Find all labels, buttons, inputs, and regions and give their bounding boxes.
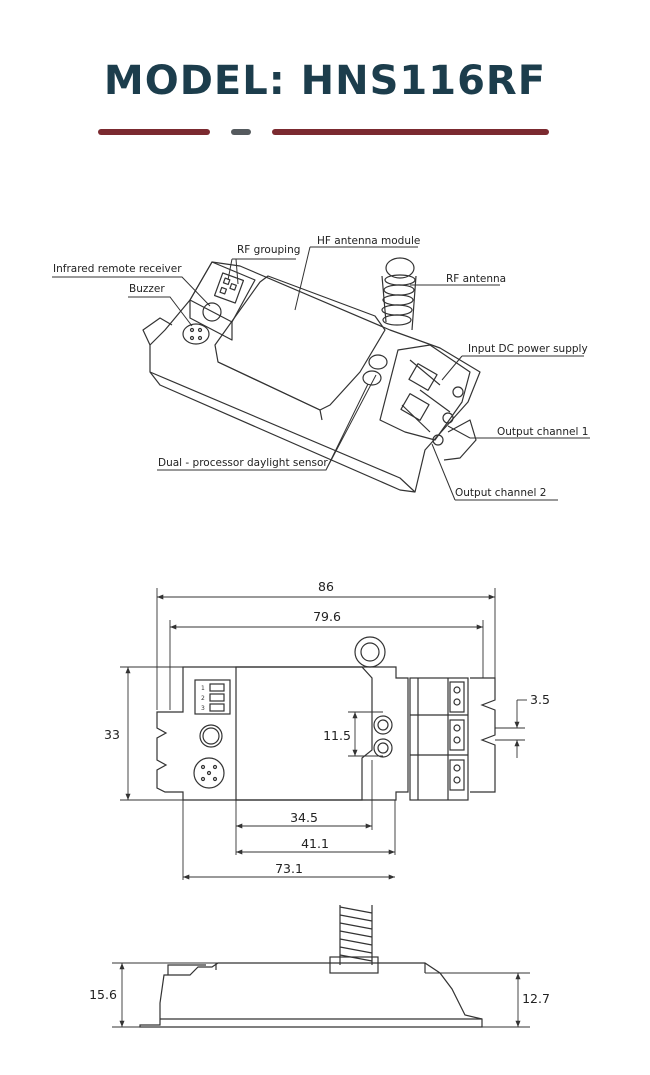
cover-outline bbox=[235, 666, 373, 801]
antenna-ring-top bbox=[354, 636, 386, 668]
left-block bbox=[189, 261, 256, 323]
side-view-drawing: 15.6 12.7 bbox=[89, 905, 550, 1028]
dim-41-1: 41.1 bbox=[301, 836, 329, 851]
left-mount-tab bbox=[142, 317, 173, 346]
daylight-sensor-lens-1 bbox=[368, 354, 388, 370]
label-buzzer: Buzzer bbox=[129, 283, 165, 295]
isometric-diagram: RF grouping HF antenna module Infrared r… bbox=[52, 235, 590, 501]
title-underline-left bbox=[98, 129, 210, 135]
daylight-sensor-lens-2 bbox=[362, 370, 382, 386]
dim-33: 33 bbox=[104, 727, 120, 742]
body-outline bbox=[156, 666, 409, 801]
antenna-module-cover bbox=[214, 275, 386, 411]
dip-number-1: 1 bbox=[201, 685, 205, 692]
title-underline-right bbox=[272, 129, 549, 135]
label-daylight-sensor: Dual - processor daylight sensor bbox=[158, 457, 328, 469]
label-infrared-receiver: Infrared remote receiver bbox=[53, 263, 182, 275]
right-tab bbox=[470, 677, 496, 793]
sensor-top-1 bbox=[373, 715, 393, 735]
dim-3-5: 3.5 bbox=[530, 692, 550, 707]
dim-86: 86 bbox=[318, 579, 334, 594]
label-output-ch1: Output channel 1 bbox=[497, 426, 588, 438]
dim-79-6: 79.6 bbox=[313, 609, 341, 624]
sensor-top-2 bbox=[373, 738, 393, 758]
terminal-block-top bbox=[409, 677, 469, 801]
label-output-ch2: Output channel 2 bbox=[455, 487, 546, 499]
dim-73-1: 73.1 bbox=[275, 861, 303, 876]
dim-34-5: 34.5 bbox=[290, 810, 318, 825]
terminal-block bbox=[379, 344, 471, 441]
dip-number-3: 3 bbox=[201, 705, 205, 712]
buzzer-top bbox=[193, 757, 225, 789]
dim-15-6: 15.6 bbox=[89, 987, 117, 1002]
ir-receiver-lens bbox=[202, 302, 222, 322]
page-title: MODEL: HNS116RF bbox=[103, 58, 547, 104]
dim-11-5: 11.5 bbox=[323, 728, 351, 743]
right-mount-tab bbox=[443, 419, 477, 461]
buzzer-grille bbox=[182, 323, 210, 345]
top-view-drawing: 1 2 3 86 79.6 33 11.5 3.5 34.5 41.1 73.1 bbox=[104, 579, 550, 880]
label-rf-antenna: RF antenna bbox=[446, 273, 506, 285]
dip-number-2: 2 bbox=[201, 695, 205, 702]
label-input-dc: Input DC power supply bbox=[468, 343, 588, 355]
ir-receiver-top bbox=[199, 724, 223, 748]
dip-switch-top bbox=[194, 679, 231, 715]
dip-switch bbox=[213, 272, 245, 304]
label-hf-antenna-module: HF antenna module bbox=[317, 235, 420, 247]
title-underline-dot bbox=[231, 129, 251, 135]
label-rf-grouping: RF grouping bbox=[237, 244, 300, 256]
dim-12-7: 12.7 bbox=[522, 991, 550, 1006]
